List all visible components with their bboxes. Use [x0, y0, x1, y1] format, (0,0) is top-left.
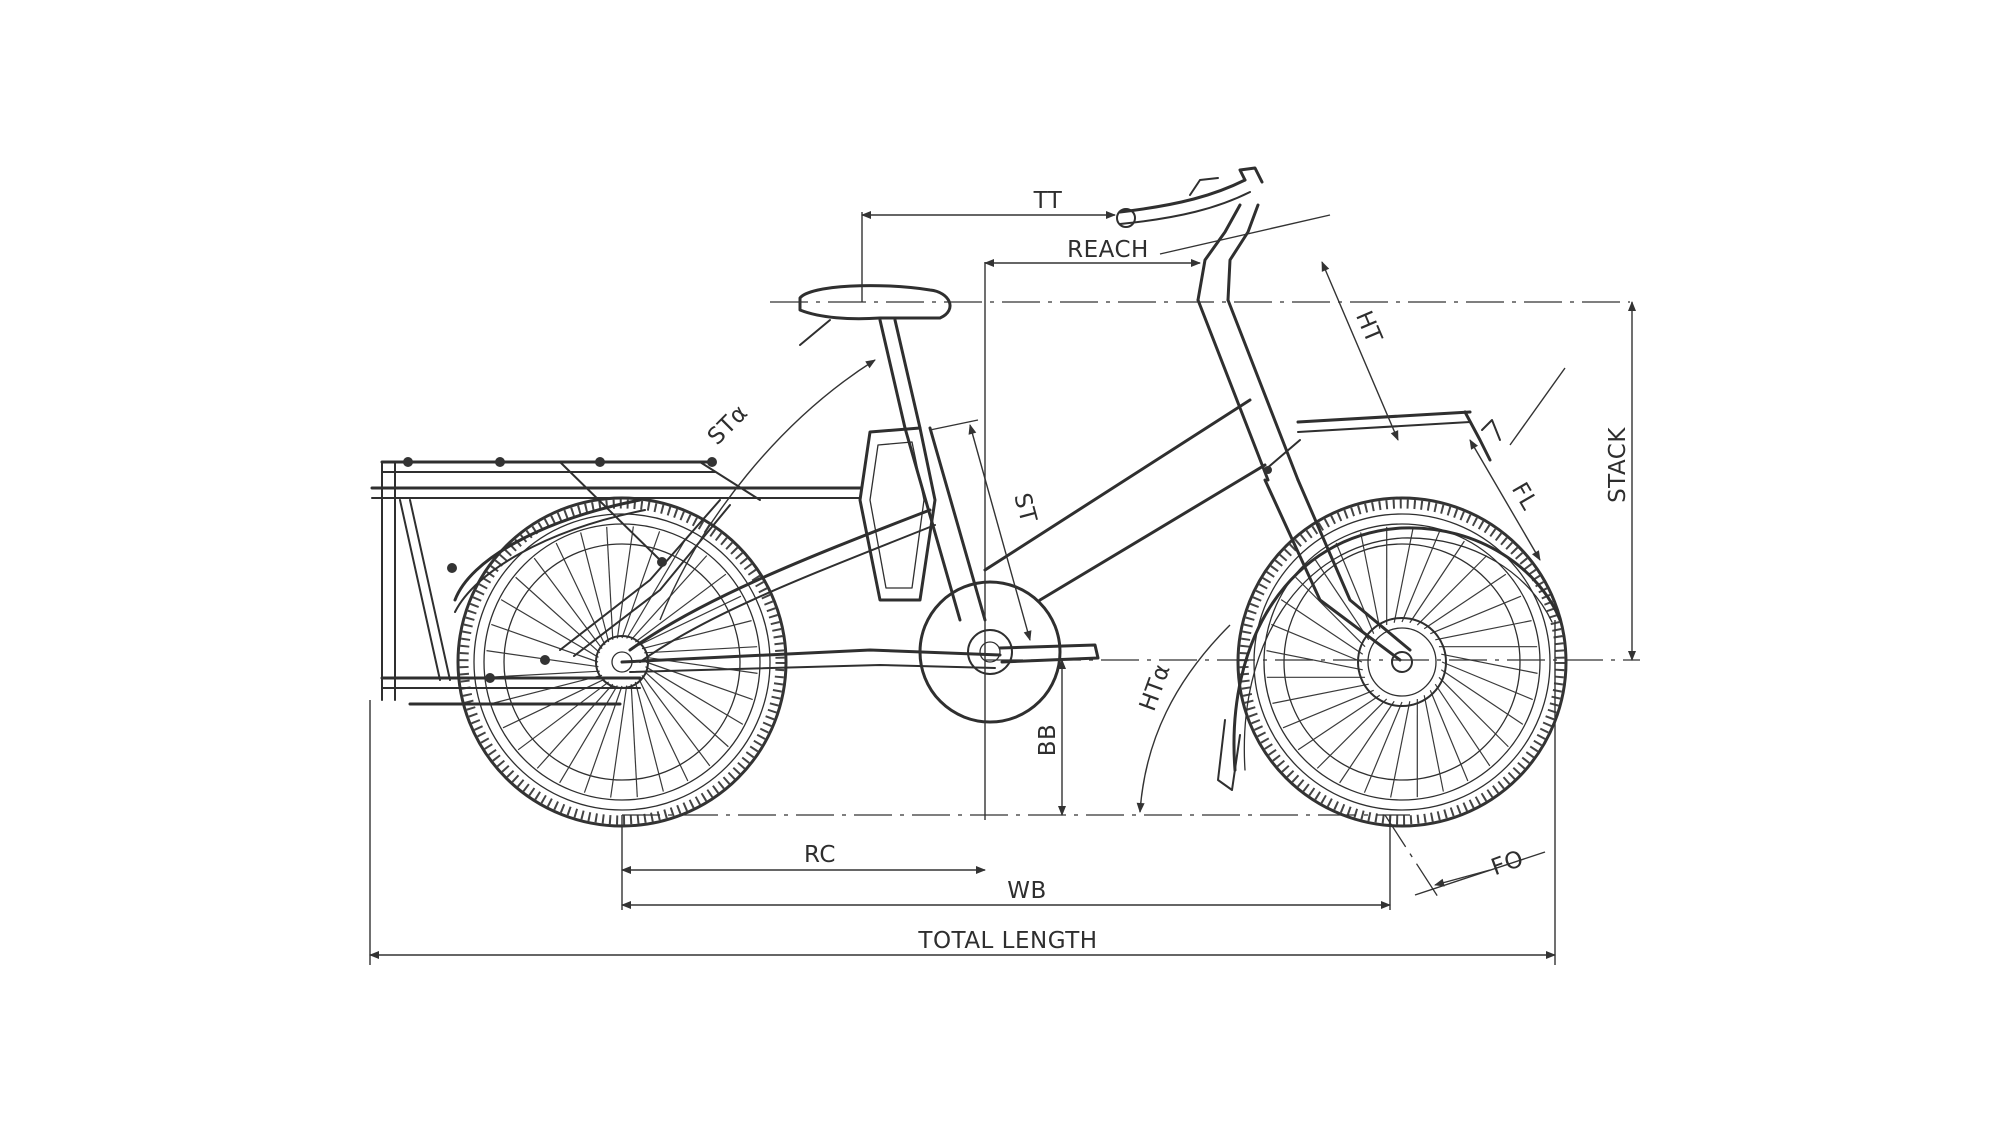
spoke	[1316, 698, 1388, 769]
spoke	[643, 670, 729, 748]
spoke	[1416, 555, 1488, 626]
frame	[620, 298, 1300, 724]
spoke	[1271, 623, 1363, 663]
rc-dimension: RC	[621, 815, 986, 910]
spoke	[1390, 701, 1411, 798]
stack-dimension: STACK	[1605, 301, 1636, 661]
spoke	[580, 532, 610, 643]
spoke	[555, 542, 606, 646]
spoke	[1295, 576, 1366, 648]
spoke	[491, 623, 599, 663]
fo-label: FO	[1488, 846, 1527, 881]
tt-dimension: TT	[861, 188, 1116, 302]
spoke	[1423, 695, 1444, 792]
front-fender	[1232, 526, 1562, 772]
spoke	[533, 557, 603, 650]
sta-dimension: STα	[659, 359, 876, 621]
spoke	[1435, 620, 1532, 641]
spoke	[1429, 690, 1469, 782]
spoke	[1313, 557, 1370, 641]
stack-label: STACK	[1605, 427, 1631, 503]
reach-label: REACH	[1067, 237, 1149, 263]
wb-label: WB	[1007, 878, 1047, 904]
spoke	[1360, 532, 1381, 629]
spoke	[641, 620, 752, 650]
reach-dimension: REACH	[984, 237, 1201, 820]
spoke	[583, 685, 623, 793]
spoke	[500, 599, 599, 658]
fo-dimension: FO	[1414, 846, 1546, 896]
spoke	[1441, 661, 1533, 701]
wb-dimension: WB	[621, 815, 1391, 910]
handlebar	[1116, 166, 1264, 302]
spoke	[645, 661, 753, 701]
spoke	[1272, 683, 1369, 704]
spoke	[1409, 540, 1465, 624]
spoke	[1441, 653, 1538, 674]
spoke	[644, 646, 758, 654]
bb-label: BB	[1035, 724, 1061, 757]
spoke	[606, 526, 614, 640]
front-wheel	[1236, 496, 1568, 828]
total-length-label: TOTAL LENGTH	[917, 928, 1097, 954]
st-label: ST	[1008, 491, 1041, 527]
spoke	[621, 531, 661, 639]
total-length-dimension: TOTAL LENGTH	[369, 620, 1556, 965]
spoke	[1339, 700, 1395, 784]
spoke	[645, 666, 744, 725]
construction-lines	[622, 214, 1640, 901]
spoke	[1434, 683, 1491, 767]
spoke	[1401, 531, 1441, 623]
spoke	[1280, 599, 1364, 655]
saddle	[798, 284, 952, 430]
spoke	[517, 681, 610, 751]
spoke	[1430, 595, 1522, 635]
spoke	[1438, 676, 1509, 748]
spoke	[1335, 542, 1375, 634]
spoke	[630, 684, 638, 798]
spoke	[634, 681, 664, 792]
spoke	[638, 678, 689, 782]
spoke	[486, 670, 600, 678]
spoke	[1393, 526, 1414, 623]
spoke	[559, 685, 618, 784]
spoke	[634, 573, 727, 643]
hta-dimension: HTα	[1135, 624, 1231, 813]
ht-dimension: HT	[1321, 261, 1399, 441]
fork	[1263, 439, 1412, 662]
front-rack	[1296, 410, 1501, 462]
rear-rack	[370, 457, 862, 706]
tt-label: TT	[1033, 188, 1063, 214]
rc-label: RC	[804, 842, 836, 868]
spoke	[1440, 669, 1524, 725]
spoke	[1297, 694, 1381, 751]
spoke	[515, 576, 601, 654]
sta-label: STα	[703, 400, 753, 450]
spoke	[1363, 701, 1403, 793]
spoke	[638, 595, 742, 646]
spoke	[641, 674, 711, 767]
spoke	[1423, 573, 1507, 630]
spoke	[536, 683, 614, 769]
spoke	[626, 540, 685, 639]
spoke	[492, 674, 603, 704]
mudflap	[1217, 719, 1241, 791]
spoke	[610, 685, 628, 798]
bb-dimension: BB	[1035, 659, 1066, 816]
spoke	[1282, 689, 1374, 729]
fl-label: FL	[1506, 478, 1542, 514]
spoke	[1266, 650, 1363, 671]
